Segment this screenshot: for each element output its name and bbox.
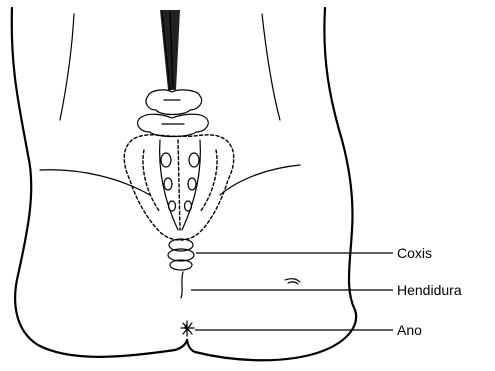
spine-hatching: [160, 10, 180, 90]
anus-mark: [181, 321, 194, 336]
natal-cleft: [181, 272, 300, 298]
lumbar-vertebrae: [138, 90, 209, 137]
ano-label: Ano: [397, 322, 422, 338]
body-outline: [12, 8, 356, 360]
coccyx-bone: [168, 239, 194, 270]
sacrum: [124, 135, 234, 240]
coxis-label: Coxis: [397, 245, 432, 261]
hendidura-label: Hendidura: [397, 282, 462, 298]
